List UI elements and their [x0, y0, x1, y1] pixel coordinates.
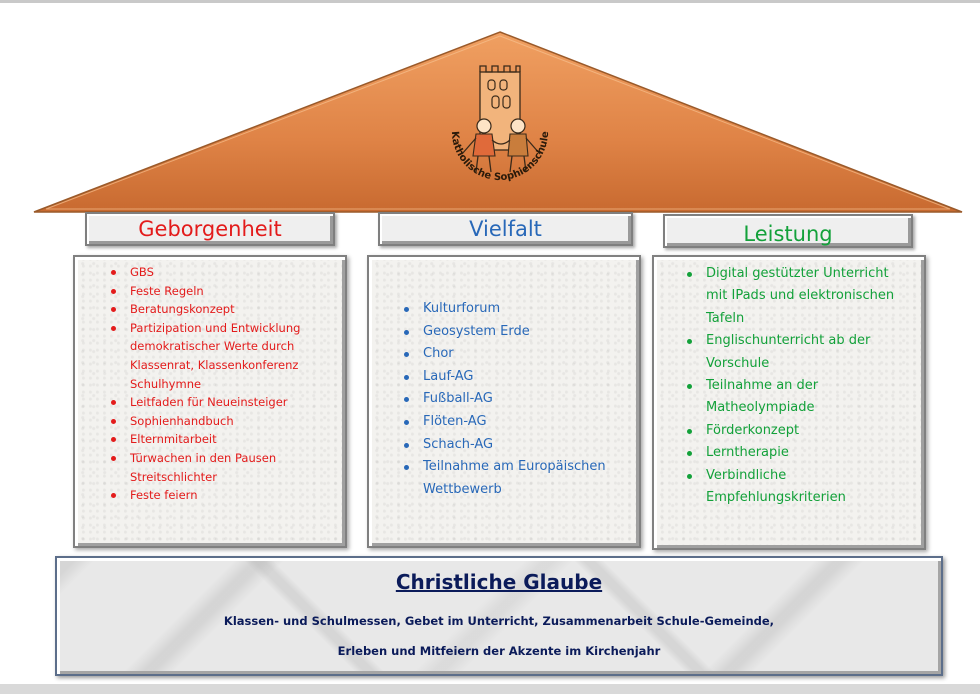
list-item: Türwachen in den Pausen Streitschlichter [111, 449, 333, 486]
pillar-title-geborgenheit: Geborgenheit [138, 217, 282, 241]
list-vielfalt: Kulturforum Geosystem Erde Chor Lauf-AG … [404, 298, 627, 501]
foundation-line-2: Erleben und Mitfeiern der Akzente im Kir… [337, 644, 661, 658]
list-item: Englischunterricht ab der Vorschule [687, 330, 914, 375]
header-leistung: Leistung [663, 214, 913, 248]
pillar-title-vielfalt: Vielfalt [469, 217, 542, 241]
list-leistung: Digital gestützter Unterricht mit IPads … [687, 263, 914, 510]
list-item: Lerntherapie [687, 442, 914, 464]
list-item: Schach-AG [404, 434, 627, 457]
foundation-box: Christliche Glaube Klassen- und Schulmes… [55, 556, 943, 676]
list-item: Partizipation und Entwicklung demokratis… [111, 319, 333, 393]
pillar-leistung: Digital gestützter Unterricht mit IPads … [652, 255, 926, 550]
list-item: Elternmitarbeit [111, 430, 333, 449]
pillar-geborgenheit: GBS Feste Regeln Beratungskonzept Partiz… [73, 255, 347, 548]
list-item: GBS [111, 263, 333, 282]
foundation-line-1: Klassen- und Schulmessen, Gebet im Unter… [223, 614, 775, 628]
list-item: Förderkonzept [687, 420, 914, 442]
list-item: Leitfaden für Neueinsteiger [111, 393, 333, 412]
list-item: Feste Regeln [111, 282, 333, 301]
pillar-title-leistung: Leistung [743, 222, 833, 246]
list-item: Digital gestützter Unterricht mit IPads … [687, 263, 914, 330]
pillar-vielfalt: Kulturforum Geosystem Erde Chor Lauf-AG … [367, 255, 641, 548]
list-item: Lauf-AG [404, 366, 627, 389]
list-geborgenheit: GBS Feste Regeln Beratungskonzept Partiz… [111, 263, 333, 505]
school-logo-icon: Katholische Sophienschule [449, 65, 551, 183]
list-item: Teilnahme am Europäischen Wettbewerb [404, 456, 627, 501]
list-item: Verbindliche Empfehlungskriterien [687, 465, 914, 510]
list-item: Sophienhandbuch [111, 412, 333, 431]
list-item: Chor [404, 343, 627, 366]
list-item: Feste feiern [111, 486, 333, 505]
list-item: Fußball-AG [404, 388, 627, 411]
list-item: Flöten-AG [404, 411, 627, 434]
header-geborgenheit: Geborgenheit [85, 212, 335, 246]
list-item: Kulturforum [404, 298, 627, 321]
header-vielfalt: Vielfalt [378, 212, 633, 246]
list-item: Teilnahme an der Matheolympiade [687, 375, 914, 420]
foundation-title: Christliche Glaube [395, 570, 603, 594]
list-item: Geosystem Erde [404, 321, 627, 344]
top-border [0, 0, 980, 3]
bottom-bar [0, 684, 980, 694]
list-item: Beratungskonzept [111, 300, 333, 319]
